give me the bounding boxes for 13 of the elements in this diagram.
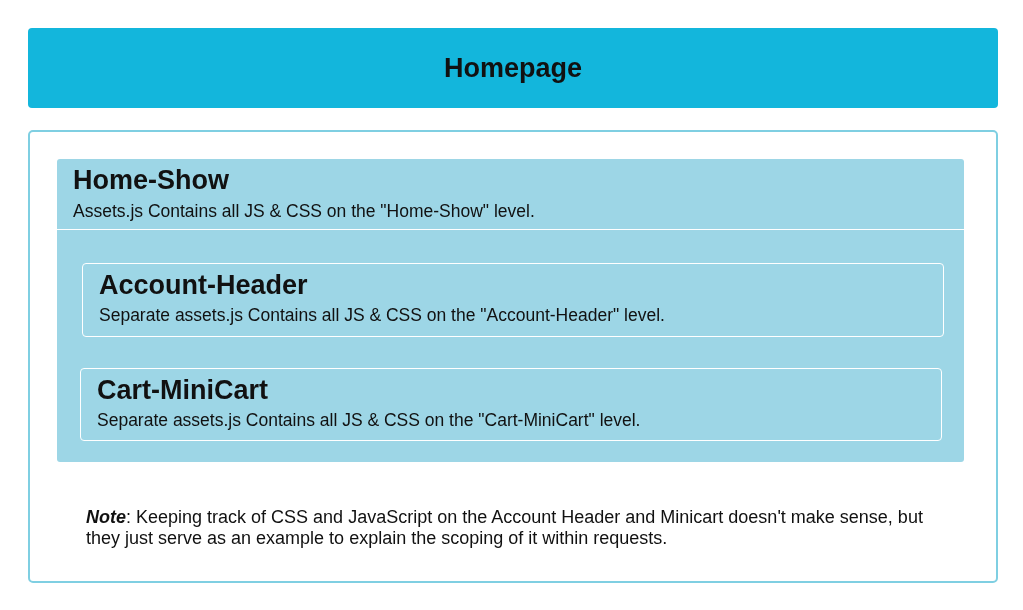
page-title: Homepage (443, 52, 582, 84)
component-box (80, 368, 942, 441)
section-panel (57, 159, 964, 462)
note-text: Note: Keeping track of CSS and JavaScript on the Account Header and Minicart doesn't make sense, but they just serve as an example to explain the scoping of it within requests. (86, 507, 924, 549)
description-text: Assets.js Contains all JS & CSS on the "Home-Show" level. (73, 201, 535, 222)
component-title: Cart-MiniCart (97, 375, 268, 406)
component-title: Account-Header (99, 270, 308, 301)
outer-frame (28, 130, 998, 583)
description-text: Separate assets.js Contains all JS & CSS on the "Cart-MiniCart" level. (97, 410, 641, 431)
header-banner (28, 28, 998, 108)
section-title: Home-Show (73, 165, 229, 196)
component-box (82, 263, 944, 337)
description-text: Separate assets.js Contains all JS & CSS on the "Account-Header" level. (99, 305, 665, 326)
